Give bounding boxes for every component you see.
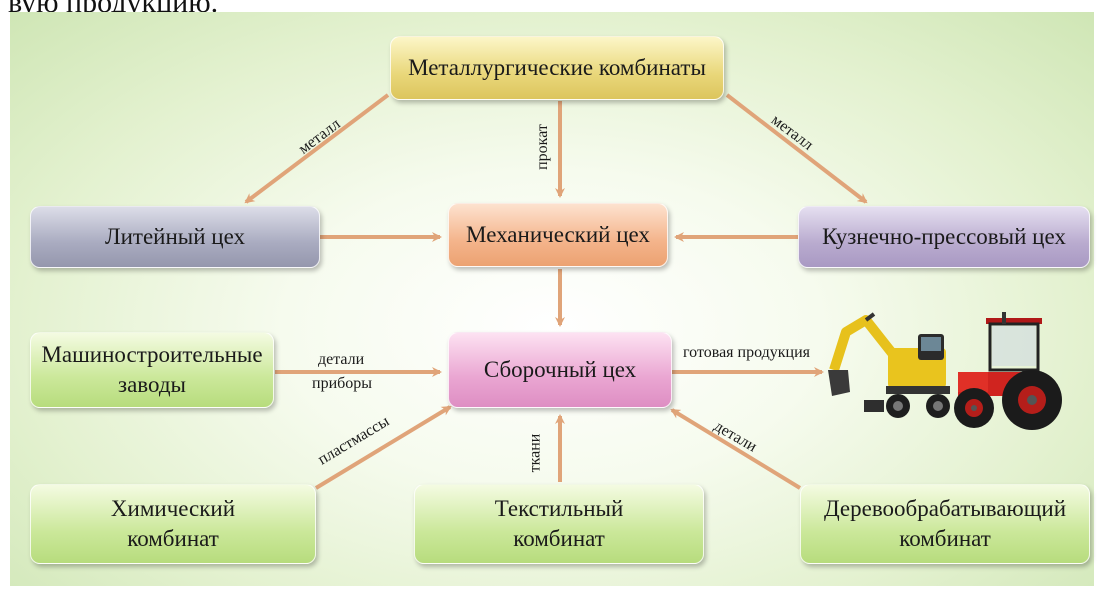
- node-textile-line2: комбинат: [513, 526, 605, 551]
- edge-label-finished-products: готовая продукция: [683, 344, 811, 361]
- edge-label-parts-machine: детали: [318, 351, 365, 368]
- edge-label-rolled: прокат: [533, 124, 551, 170]
- node-assembly-label: Сборочный цех: [483, 357, 637, 382]
- edge-label-fabrics: ткани: [526, 433, 544, 473]
- node-textile-label: Текстильный комбинат: [495, 494, 624, 554]
- node-mechanical-label: Механический цех: [466, 222, 650, 247]
- edge-label-instruments: приборы: [312, 375, 373, 392]
- arrow-chemical-to-assembly: [314, 405, 452, 490]
- node-metallurgy-label: Металлургические комбинаты: [408, 55, 706, 80]
- node-forging-label: Кузнечно-прессовый цех: [822, 224, 1066, 249]
- node-textile: Текстильный комбинат: [414, 484, 704, 564]
- node-metallurgy: Металлургические комбинаты: [390, 36, 724, 100]
- node-machine-plants: Машиностроительные заводы: [30, 332, 274, 408]
- node-assembly: Сборочный цех: [448, 332, 672, 408]
- node-machine-plants-line2: заводы: [117, 372, 186, 397]
- node-woodworking-line2: комбинат: [899, 526, 991, 551]
- excavator-image: [828, 312, 950, 418]
- node-forging: Кузнечно-прессовый цех: [798, 206, 1090, 268]
- machinery-illustration: [828, 312, 1062, 430]
- arrow-woodworking-to-assembly: [670, 408, 802, 490]
- node-woodworking: Деревообрабатывающий комбинат: [800, 484, 1090, 564]
- node-foundry: Литейный цех: [30, 206, 320, 268]
- node-woodworking-label: Деревообрабатывающий комбинат: [824, 494, 1066, 554]
- node-mechanical: Механический цех: [448, 203, 668, 267]
- node-chemical: Химический комбинат: [30, 484, 316, 564]
- node-chemical-line1: Химический: [110, 496, 236, 521]
- node-machine-plants-line1: Машиностроительные: [41, 342, 263, 367]
- node-chemical-line2: комбинат: [127, 526, 219, 551]
- node-textile-line1: Текстильный: [494, 496, 624, 521]
- node-foundry-label: Литейный цех: [104, 224, 245, 249]
- node-machine-plants-label: Машиностроительные заводы: [41, 340, 262, 400]
- tractor-image: [954, 312, 1062, 430]
- arrow-metallurgy-to-foundry: [244, 93, 390, 204]
- arrow-metallurgy-to-forging: [725, 93, 868, 204]
- node-woodworking-line1: Деревообрабатывающий: [823, 496, 1067, 521]
- node-chemical-label: Химический комбинат: [111, 494, 235, 554]
